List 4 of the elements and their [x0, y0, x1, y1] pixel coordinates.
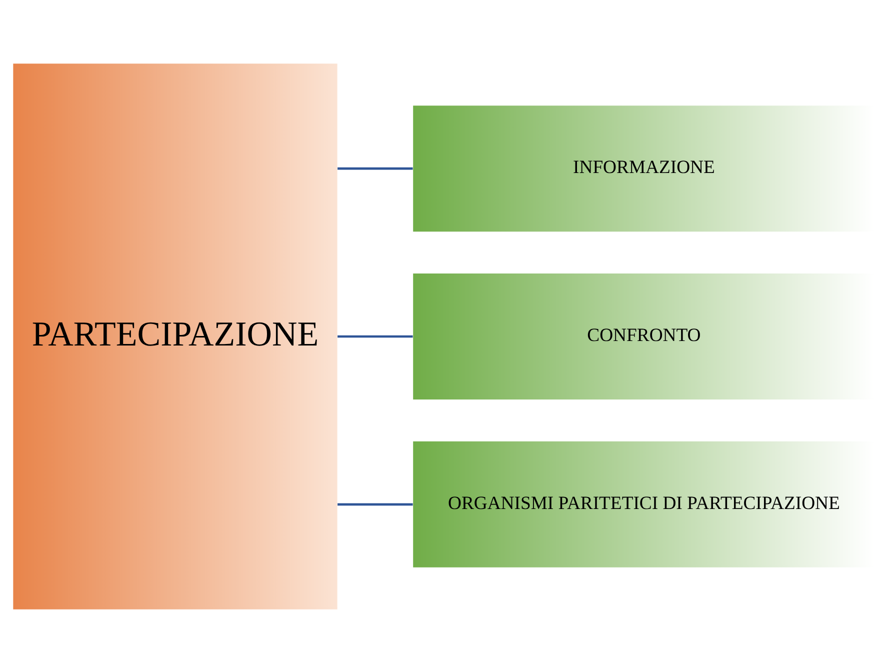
connector: [338, 334, 413, 338]
connector: [338, 502, 413, 506]
node-box: PARTECIPAZIONE: [13, 63, 338, 609]
connector: [338, 166, 413, 170]
